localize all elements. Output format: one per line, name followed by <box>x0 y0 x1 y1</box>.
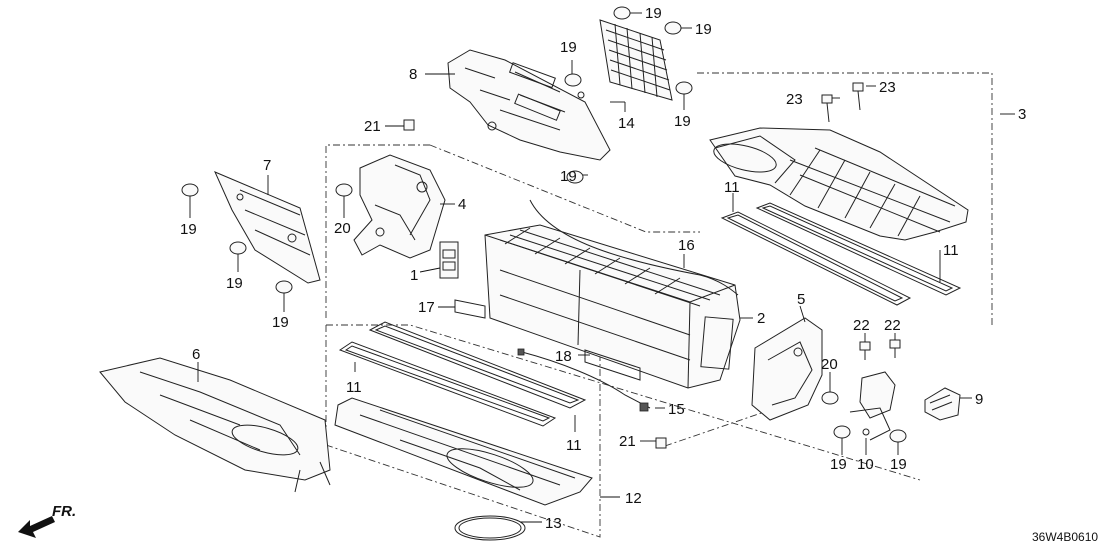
callout-20-left: 20 <box>334 220 351 237</box>
callout-21-lower: 21 <box>619 433 636 450</box>
part-11-gasket-lower <box>338 321 587 427</box>
part-13-ring <box>454 515 526 541</box>
callout-7: 7 <box>263 157 271 174</box>
callout-14: 14 <box>618 115 635 132</box>
part-14-grid-module <box>599 19 673 101</box>
callout-17: 17 <box>418 299 435 316</box>
callout-11-lower-right: 11 <box>566 437 582 454</box>
part-7-side-plate <box>214 171 321 284</box>
callout-18: 18 <box>555 348 572 365</box>
callout-19-f: 19 <box>180 221 197 238</box>
part-1-connector <box>439 241 459 279</box>
front-label: FR. <box>52 503 76 520</box>
part-8-bracket <box>447 49 611 161</box>
callout-22-right: 22 <box>884 317 901 334</box>
callout-19-j: 19 <box>890 456 907 473</box>
part-2-battery-module <box>484 224 741 389</box>
callout-19-a: 19 <box>645 5 662 22</box>
callout-3: 3 <box>1018 106 1026 123</box>
callout-16: 16 <box>678 237 695 254</box>
part-17-label <box>454 299 486 319</box>
callout-4: 4 <box>458 196 466 213</box>
callout-5: 5 <box>797 291 805 308</box>
part-6-undercover <box>99 357 331 493</box>
bolts-21-22-23 <box>403 82 901 449</box>
part-18-label <box>584 349 641 381</box>
callout-19-e: 19 <box>560 168 577 185</box>
diagram-code: 36W4B0610 <box>1032 530 1098 544</box>
front-arrow-icon <box>18 516 55 538</box>
callout-6: 6 <box>192 346 200 363</box>
callout-10: 10 <box>857 456 874 473</box>
callout-2: 2 <box>757 310 765 327</box>
callout-12: 12 <box>625 490 642 507</box>
part-5-end-bracket <box>751 317 823 421</box>
callout-21-upper: 21 <box>364 118 381 135</box>
callout-11-lower-left: 11 <box>346 379 362 396</box>
leader-lines <box>189 12 1015 523</box>
callout-19-h: 19 <box>272 314 289 331</box>
assembly-boundaries <box>325 72 993 538</box>
callout-15: 15 <box>668 401 685 418</box>
callout-20-right: 20 <box>821 356 838 373</box>
part-11-gasket-upper <box>720 202 962 306</box>
callout-23-right: 23 <box>879 79 896 96</box>
part-9-connector <box>924 387 961 421</box>
callout-13: 13 <box>545 515 562 532</box>
part-16-harness <box>529 199 739 296</box>
callout-23-left: 23 <box>786 91 803 108</box>
callout-1: 1 <box>410 267 418 284</box>
callout-19-b: 19 <box>695 21 712 38</box>
callout-labels: 1 2 3 4 5 6 7 8 9 10 11 11 11 11 12 13 1… <box>180 5 1026 532</box>
part-3-upper-cover <box>709 127 969 241</box>
callout-19-c: 19 <box>560 39 577 56</box>
callout-19-g: 19 <box>226 275 243 292</box>
callout-9: 9 <box>975 391 983 408</box>
callout-19-i: 19 <box>830 456 847 473</box>
callout-8: 8 <box>409 66 417 83</box>
part-10-sensor <box>849 371 896 441</box>
part-4-end-bracket <box>353 154 446 259</box>
part-15-wire <box>517 348 651 412</box>
callout-22-left: 22 <box>853 317 870 334</box>
part-12-tray <box>334 397 593 506</box>
callout-11-upper-left: 11 <box>724 179 740 196</box>
callout-19-d: 19 <box>674 113 691 130</box>
callout-11-upper-right: 11 <box>943 242 959 259</box>
